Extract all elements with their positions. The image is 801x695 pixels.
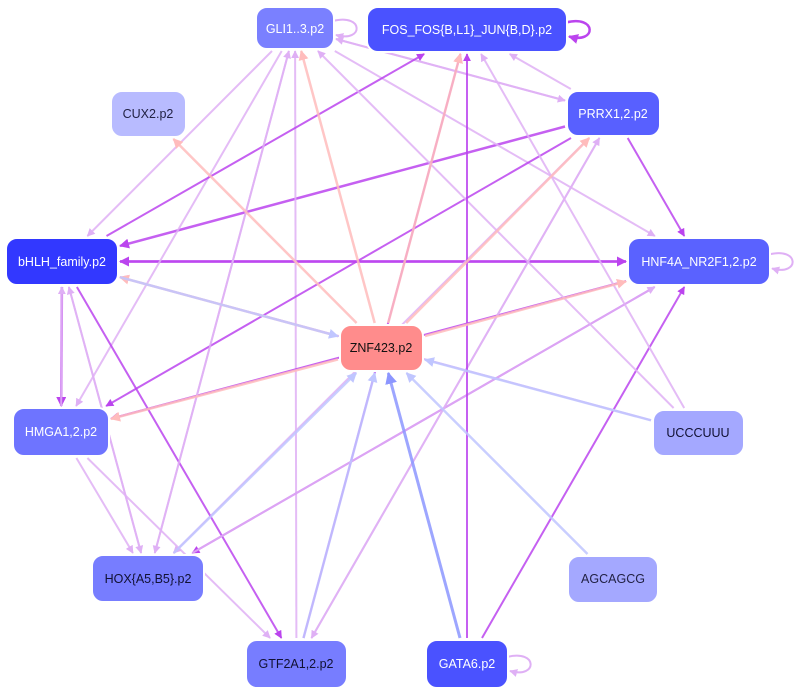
edge-hox-to-gli xyxy=(153,50,291,554)
node-bhlh-label: bHLH_family.p2 xyxy=(18,255,106,269)
node-fos-box xyxy=(366,6,568,53)
node-gata-label: GATA6.p2 xyxy=(439,657,496,671)
self-loop-fos xyxy=(565,19,591,44)
edge-gli-to-hnf xyxy=(334,50,656,237)
node-uccc-label: UCCCUUU xyxy=(666,426,729,440)
node-bhlh-box xyxy=(5,237,119,286)
node-agca[interactable]: AGCAGCG xyxy=(567,555,659,604)
edge-znf-to-cux xyxy=(172,138,358,324)
edge-prrx-to-fos xyxy=(509,53,572,90)
node-cux[interactable]: CUX2.p2 xyxy=(110,90,187,138)
node-hnf-label: HNF4A_NR2F1,2.p2 xyxy=(641,255,756,269)
node-bhlh[interactable]: bHLH_family.p2 xyxy=(5,237,119,286)
node-gli-label: GLI1..3.p2 xyxy=(266,22,324,36)
node-hmga-box xyxy=(12,407,110,457)
node-cux-box xyxy=(110,90,187,138)
node-uccc[interactable]: UCCCUUU xyxy=(652,409,745,457)
edge-hmga-to-bhlh xyxy=(57,286,66,407)
edge-znf-to-prrx xyxy=(405,137,591,324)
node-prrx[interactable]: PRRX1,2.p2 xyxy=(566,90,661,137)
edge-hmga-to-hox xyxy=(75,457,134,554)
node-hox[interactable]: HOX{A5,B5}.p2 xyxy=(91,554,205,603)
edge-prrx-to-hnf xyxy=(626,137,686,237)
edge-agca-to-znf xyxy=(405,372,589,555)
edge-gli-to-bhlh xyxy=(86,50,273,237)
node-gli-box xyxy=(255,6,335,50)
node-gtf[interactable]: GTF2A1,2.p2 xyxy=(245,639,348,689)
node-znf-label: ZNF423.p2 xyxy=(350,341,413,355)
self-loop-gata xyxy=(506,654,532,677)
edge-prrx-to-bhlh xyxy=(119,125,566,249)
node-hnf[interactable]: HNF4A_NR2F1,2.p2 xyxy=(627,237,771,286)
edge-gli-to-hmga xyxy=(75,50,283,407)
node-uccc-box xyxy=(652,409,745,457)
edge-prrx-to-hmga xyxy=(105,137,572,407)
edge-gtf-to-prrx xyxy=(310,137,601,639)
node-fos[interactable]: FOS_FOS{B,L1}_JUN{B,D}.p2 xyxy=(366,6,568,53)
self-loop-gli xyxy=(332,18,358,41)
node-gata[interactable]: GATA6.p2 xyxy=(425,639,509,689)
edge-znf-to-hmga xyxy=(110,358,339,422)
edge-hox-to-znf xyxy=(172,372,358,554)
node-fos-label: FOS_FOS{B,L1}_JUN{B,D}.p2 xyxy=(382,23,552,37)
edge-znf-to-hnf xyxy=(424,278,627,338)
node-hmga-label: HMGA1,2.p2 xyxy=(25,425,97,439)
node-gtf-box xyxy=(245,639,348,689)
edge-uccc-to-fos xyxy=(480,53,686,409)
edge-uccc-to-gli xyxy=(317,50,675,409)
edge-znf-to-gli xyxy=(298,50,376,324)
edge-gata-to-hnf xyxy=(481,286,686,639)
node-gtf-label: GTF2A1,2.p2 xyxy=(258,657,333,671)
edge-gata-to-znf xyxy=(385,371,462,639)
node-prrx-label: PRRX1,2.p2 xyxy=(578,107,648,121)
node-agca-box xyxy=(567,555,659,604)
edge-gtf-to-gli xyxy=(291,50,300,639)
edge-bhlh-to-znf xyxy=(119,275,339,339)
node-cux-label: CUX2.p2 xyxy=(123,107,174,121)
self-loop-hnf xyxy=(768,252,794,275)
node-hox-label: HOX{A5,B5}.p2 xyxy=(105,572,192,586)
node-gata-box xyxy=(425,639,509,689)
node-gli[interactable]: GLI1..3.p2 xyxy=(255,6,335,50)
node-hnf-box xyxy=(627,237,771,286)
node-znf[interactable]: ZNF423.p2 xyxy=(339,324,424,372)
node-agca-label: AGCAGCG xyxy=(581,572,645,586)
edge-bhlh-to-fos xyxy=(106,53,425,237)
node-znf-box xyxy=(339,324,424,372)
nodes-layer: GLI1..3.p2 FOS_FOS{B,L1}_JUN{B,D}.p2 CUX… xyxy=(5,6,771,689)
node-hmga[interactable]: HMGA1,2.p2 xyxy=(12,407,110,457)
node-prrx-box xyxy=(566,90,661,137)
edge-znf-to-fos xyxy=(386,53,463,324)
edge-hox-to-hnf xyxy=(191,286,656,554)
edge-gtf-to-znf xyxy=(302,372,378,639)
node-hox-box xyxy=(91,554,205,603)
edge-uccc-to-znf xyxy=(424,357,652,422)
